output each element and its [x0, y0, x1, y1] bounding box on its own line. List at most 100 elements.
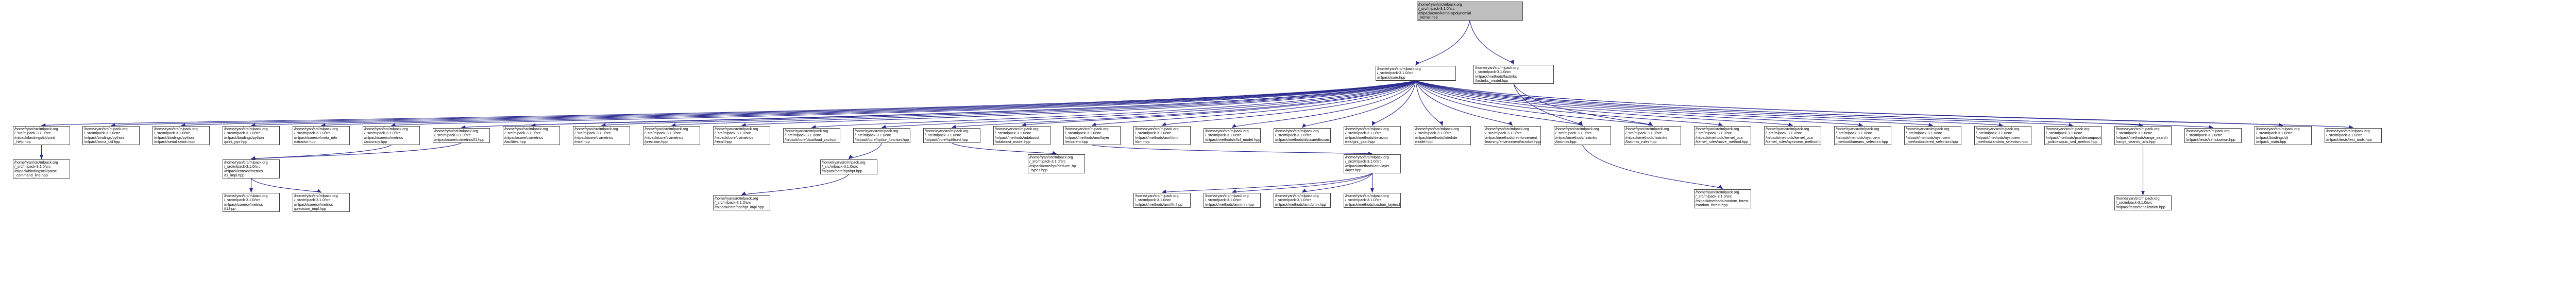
- graph-node-label: /home/ryan/src/mlpack.org /_src/mlpack-3…: [715, 127, 758, 145]
- graph-node[interactable]: /home/ryan/src/mlpack.org /_src/mlpack-3…: [363, 126, 420, 145]
- graph-node-label: /home/ryan/src/mlpack.org /_src/mlpack-3…: [2046, 127, 2102, 145]
- graph-node-label: /home/ryan/src/mlpack.org /_src/mlpack-3…: [2326, 129, 2372, 142]
- graph-node[interactable]: /home/ryan/src/mlpack.org /_src/mlpack-3…: [293, 126, 350, 145]
- graph-node-label: /home/ryan/src/mlpack.org /_src/mlpack-3…: [2186, 129, 2235, 142]
- graph-node-root[interactable]: /home/ryan/src/mlpack.org /_src/mlpack-3…: [1417, 2, 1523, 21]
- graph-node[interactable]: /home/ryan/src/mlpack.org /_src/mlpack-3…: [2255, 126, 2312, 145]
- graph-node-label: /home/ryan/src/mlpack.org /_src/mlpack-3…: [1275, 193, 1326, 207]
- graph-node-label: /home/ryan/src/mlpack.org /_src/mlpack-3…: [14, 160, 58, 178]
- graph-node-label: /home/ryan/src/mlpack.org /_src/mlpack-3…: [1065, 127, 1109, 145]
- graph-node[interactable]: /home/ryan/src/mlpack.org /_src/mlpack-3…: [1274, 193, 1331, 208]
- graph-node[interactable]: /home/ryan/src/mlpack.org /_src/mlpack-3…: [713, 195, 770, 210]
- graph-node-label: /home/ryan/src/mlpack.org /_src/mlpack-3…: [364, 127, 408, 145]
- graph-node[interactable]: /home/ryan/src/mlpack.org /_src/mlpack-3…: [223, 159, 280, 178]
- graph-node[interactable]: /home/ryan/src/mlpack.org /_src/mlpack-3…: [1274, 128, 1331, 143]
- graph-edge: [1415, 80, 2144, 127]
- graph-node[interactable]: /home/ryan/src/mlpack.org /_src/mlpack-3…: [1473, 65, 1554, 84]
- graph-node[interactable]: /home/ryan/src/mlpack.org /_src/mlpack-3…: [13, 159, 70, 178]
- graph-edge: [531, 80, 1416, 127]
- graph-node[interactable]: /home/ryan/src/mlpack.org /_src/mlpack-3…: [1484, 126, 1541, 145]
- graph-node[interactable]: /home/ryan/src/mlpack.org /_src/mlpack-3…: [1028, 154, 1085, 173]
- graph-node-label: /home/ryan/src/mlpack.org /_src/mlpack-3…: [224, 160, 268, 178]
- graph-edge: [1415, 80, 1583, 126]
- graph-edge: [1513, 83, 1583, 126]
- graph-node[interactable]: /home/ryan/src/mlpack.org /_src/mlpack-3…: [223, 193, 280, 212]
- graph-node-label: /home/ryan/src/mlpack.org /_src/mlpack-3…: [1906, 127, 1958, 145]
- graph-node-label: /home/ryan/src/mlpack.org /_src/mlpack-3…: [1029, 155, 1076, 173]
- graph-node[interactable]: /home/ryan/src/mlpack.org /_src/mlpack-3…: [2114, 126, 2172, 145]
- graph-node-label: /home/ryan/src/mlpack.org /_src/mlpack-3…: [1345, 127, 1389, 145]
- graph-node[interactable]: /home/ryan/src/mlpack.org /_src/mlpack-3…: [853, 128, 910, 143]
- graph-edge: [1415, 80, 1513, 126]
- graph-node[interactable]: /home/ryan/src/mlpack.org /_src/mlpack-3…: [2044, 126, 2102, 145]
- graph-node[interactable]: /home/ryan/src/mlpack.org /_src/mlpack-3…: [1344, 126, 1401, 145]
- graph-node[interactable]: /home/ryan/src/mlpack.org /_src/mlpack-3…: [503, 126, 560, 145]
- graph-node[interactable]: /home/ryan/src/mlpack.org /_src/mlpack-3…: [1133, 126, 1191, 145]
- graph-edge: [1415, 80, 1934, 127]
- graph-node[interactable]: /home/ryan/src/mlpack.org /_src/mlpack-3…: [82, 126, 140, 145]
- graph-edge: [41, 80, 1416, 127]
- graph-node[interactable]: /home/ryan/src/mlpack.org /_src/mlpack-3…: [1344, 193, 1401, 208]
- graph-edge: [1091, 80, 1416, 126]
- graph-node-label: /home/ryan/src/mlpack.org /_src/mlpack-3…: [1418, 2, 1471, 20]
- graph-node[interactable]: /home/ryan/src/mlpack.org /_src/mlpack-3…: [1624, 126, 1681, 145]
- graph-node-label: /home/ryan/src/mlpack.org /_src/mlpack-3…: [294, 127, 338, 145]
- graph-node[interactable]: /home/ryan/src/mlpack.org /_src/mlpack-3…: [923, 128, 980, 143]
- graph-node[interactable]: /home/ryan/src/mlpack.org /_src/mlpack-3…: [293, 193, 350, 212]
- graph-node[interactable]: /home/ryan/src/mlpack.org /_src/mlpack-3…: [1063, 126, 1121, 145]
- graph-node[interactable]: /home/ryan/src/mlpack.org /_src/mlpack-3…: [1764, 126, 1821, 145]
- graph-node-label: /home/ryan/src/mlpack.org /_src/mlpack-3…: [154, 127, 198, 145]
- graph-edge: [1415, 80, 1444, 126]
- graph-edge: [320, 80, 1416, 127]
- graph-edge: [1161, 173, 1372, 193]
- graph-edge: [1301, 80, 1416, 128]
- graph-node-label: /home/ryan/src/mlpack.org /_src/mlpack-3…: [84, 127, 128, 145]
- graph-edge: [391, 80, 1416, 127]
- graph-node[interactable]: /home/ryan/src/mlpack.org /_src/mlpack-3…: [1414, 126, 1471, 145]
- graph-node[interactable]: /home/ryan/src/mlpack.org /_src/mlpack-3…: [1834, 126, 1891, 145]
- graph-edge: [1415, 80, 1863, 127]
- graph-node[interactable]: /home/ryan/src/mlpack.org /_src/mlpack-3…: [993, 126, 1050, 145]
- graph-node[interactable]: /home/ryan/src/mlpack.org /_src/mlpack-3…: [1204, 128, 1261, 143]
- graph-edge: [1415, 80, 2284, 127]
- graph-node-label: /home/ryan/src/mlpack.org /_src/mlpack-3…: [1135, 127, 1179, 145]
- graph-edge: [881, 80, 1416, 129]
- graph-node[interactable]: /home/ryan/src/mlpack.org /_src/mlpack-3…: [643, 126, 700, 145]
- graph-node[interactable]: /home/ryan/src/mlpack.org /_src/mlpack-3…: [820, 159, 877, 174]
- graph-node[interactable]: /home/ryan/src/mlpack.org /_src/mlpack-3…: [1974, 126, 2031, 145]
- graph-node[interactable]: /home/ryan/src/mlpack.org /_src/mlpack-3…: [573, 126, 630, 145]
- graph-node[interactable]: /home/ryan/src/mlpack.org /_src/mlpack-3…: [1133, 193, 1191, 208]
- graph-edge: [1415, 80, 2074, 127]
- graph-node[interactable]: /home/ryan/src/mlpack.org /_src/mlpack-3…: [1904, 126, 1961, 145]
- graph-node[interactable]: /home/ryan/src/mlpack.org /_src/mlpack-3…: [713, 126, 770, 145]
- graph-edge: [110, 80, 1416, 127]
- graph-node[interactable]: /home/ryan/src/mlpack.org /_src/mlpack-3…: [1376, 66, 1456, 81]
- graph-edge: [848, 142, 883, 159]
- graph-node[interactable]: /home/ryan/src/mlpack.org /_src/mlpack-3…: [1554, 126, 1611, 145]
- graph-node-label: /home/ryan/src/mlpack.org /_src/mlpack-3…: [1345, 193, 1401, 207]
- graph-node[interactable]: /home/ryan/src/mlpack.org /_src/mlpack-3…: [2114, 195, 2172, 210]
- graph-node[interactable]: /home/ryan/src/mlpack.org /_src/mlpack-3…: [13, 126, 70, 145]
- graph-node-label: /home/ryan/src/mlpack.org /_src/mlpack-3…: [715, 196, 764, 209]
- graph-node[interactable]: /home/ryan/src/mlpack.org /_src/mlpack-3…: [1694, 189, 1751, 208]
- graph-node[interactable]: /home/ryan/src/mlpack.org /_src/mlpack-3…: [2325, 128, 2382, 143]
- graph-node-label: /home/ryan/src/mlpack.org /_src/mlpack-3…: [504, 127, 548, 145]
- graph-edge: [1513, 83, 1653, 126]
- graph-node-label: /home/ryan/src/mlpack.org /_src/mlpack-3…: [855, 129, 909, 142]
- graph-node[interactable]: /home/ryan/src/mlpack.org /_src/mlpack-3…: [433, 128, 490, 143]
- graph-edge: [1415, 80, 2214, 129]
- graph-edge: [1415, 80, 2354, 129]
- graph-edge: [951, 80, 1416, 129]
- graph-node[interactable]: /home/ryan/src/mlpack.org /_src/mlpack-3…: [2184, 128, 2242, 143]
- graph-node[interactable]: /home/ryan/src/mlpack.org /_src/mlpack-3…: [1694, 126, 1751, 145]
- graph-node[interactable]: /home/ryan/src/mlpack.org /_src/mlpack-3…: [223, 126, 280, 145]
- graph-edge: [1415, 80, 1793, 127]
- graph-node-label: /home/ryan/src/mlpack.org /_src/mlpack-3…: [1135, 193, 1183, 207]
- graph-node-label: /home/ryan/src/mlpack.org /_src/mlpack-3…: [1475, 65, 1519, 83]
- graph-edge: [741, 174, 849, 195]
- graph-node[interactable]: /home/ryan/src/mlpack.org /_src/mlpack-3…: [152, 126, 210, 145]
- graph-edge: [811, 80, 1416, 129]
- graph-node[interactable]: /home/ryan/src/mlpack.org /_src/mlpack-3…: [1204, 193, 1261, 208]
- graph-node[interactable]: /home/ryan/src/mlpack.org /_src/mlpack-3…: [783, 128, 840, 143]
- graph-node[interactable]: /home/ryan/src/mlpack.org /_src/mlpack-3…: [1344, 154, 1401, 173]
